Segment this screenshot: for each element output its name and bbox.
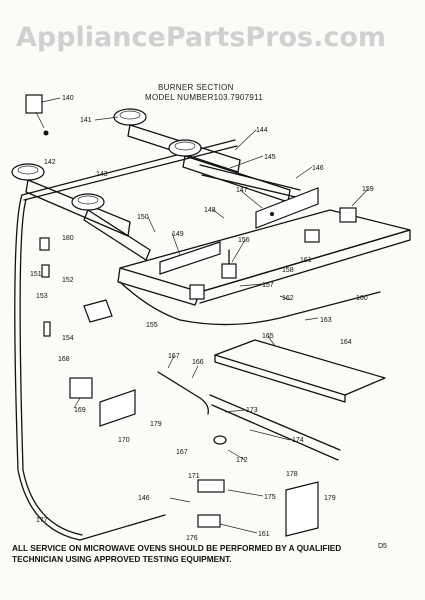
callout-172: 172	[236, 457, 248, 464]
page-code: D5	[378, 543, 387, 550]
callout-174: 174	[292, 437, 304, 444]
callout-labels: 140 141 142 143 144 145 146 147 148 149 …	[30, 95, 374, 542]
callout-161-top: 161	[300, 257, 312, 264]
callout-146-bottom: 146	[138, 495, 150, 502]
callout-147: 147	[236, 187, 248, 194]
callout-171: 171	[188, 473, 200, 480]
burner-frame	[117, 209, 411, 326]
callout-176: 176	[186, 535, 198, 542]
diagram-title: BURNER SECTION	[158, 83, 234, 92]
callout-149: 149	[172, 231, 184, 238]
watermark-text: AppliancePartsPros.com	[16, 22, 386, 53]
callout-180: 180	[62, 235, 74, 242]
shield-178	[285, 481, 319, 537]
callout-142: 142	[44, 159, 56, 166]
callout-177: 177	[36, 517, 48, 524]
callout-161-bottom: 161	[258, 531, 270, 538]
callout-164: 164	[340, 339, 352, 346]
footer-line-2: TECHNICIAN USING APPROVED TESTING EQUIPM…	[12, 554, 232, 564]
callout-155: 155	[146, 322, 158, 329]
callout-154: 154	[62, 335, 74, 342]
callout-178: 178	[286, 471, 298, 478]
front-right-burner	[168, 139, 291, 203]
callout-145: 145	[264, 154, 276, 161]
oven-burner-baffle	[214, 339, 386, 403]
callout-150: 150	[137, 214, 149, 221]
callout-144: 144	[256, 127, 268, 134]
valve-159	[339, 207, 357, 223]
footer-line-1: ALL SERVICE ON MICROWAVE OVENS SHOULD BE…	[12, 543, 341, 553]
valve-161	[304, 229, 320, 243]
callout-163: 163	[320, 317, 332, 324]
callout-153: 153	[36, 293, 48, 300]
oven-valve-171	[197, 479, 225, 493]
valve-155	[189, 284, 205, 300]
rear-right-burner	[113, 108, 241, 173]
callout-165: 165	[262, 333, 274, 340]
callout-143: 143	[96, 171, 108, 178]
callout-141: 141	[80, 117, 92, 124]
callout-179-left: 179	[150, 421, 162, 428]
model-number: MODEL NUMBER103.7907911	[145, 93, 263, 102]
callout-158: 158	[282, 267, 294, 274]
callout-152: 152	[62, 277, 74, 284]
callout-173: 173	[246, 407, 258, 414]
crossover-tube	[199, 164, 301, 199]
callout-167-bottom: 167	[176, 449, 188, 456]
callout-140: 140	[62, 95, 74, 102]
bracket-169	[99, 389, 136, 427]
callout-170: 170	[118, 437, 130, 444]
callout-151: 151	[30, 271, 42, 278]
callout-148: 148	[204, 207, 216, 214]
callout-166: 166	[192, 359, 204, 366]
callout-162: 162	[282, 295, 294, 302]
callout-179-right: 179	[324, 495, 336, 502]
callout-168: 168	[58, 356, 70, 363]
callout-175: 175	[264, 494, 276, 501]
bracket-176	[197, 514, 221, 528]
callout-160: 160	[356, 295, 368, 302]
thermostat-bulb	[157, 371, 209, 415]
callout-169: 169	[74, 407, 86, 414]
leader-lines	[41, 97, 369, 534]
callout-146-top: 146	[312, 165, 324, 172]
bracket-149	[159, 241, 221, 275]
heat-shield-168	[69, 377, 93, 399]
callout-167-top: 167	[168, 353, 180, 360]
front-left-burner	[71, 193, 151, 261]
callout-156: 156	[238, 237, 250, 244]
oven-burner-tube	[209, 394, 341, 461]
bracket-147	[255, 187, 319, 229]
callout-157: 157	[262, 282, 274, 289]
callout-159: 159	[362, 186, 374, 193]
valve-156	[221, 249, 237, 279]
igniter-assembly	[25, 94, 113, 337]
